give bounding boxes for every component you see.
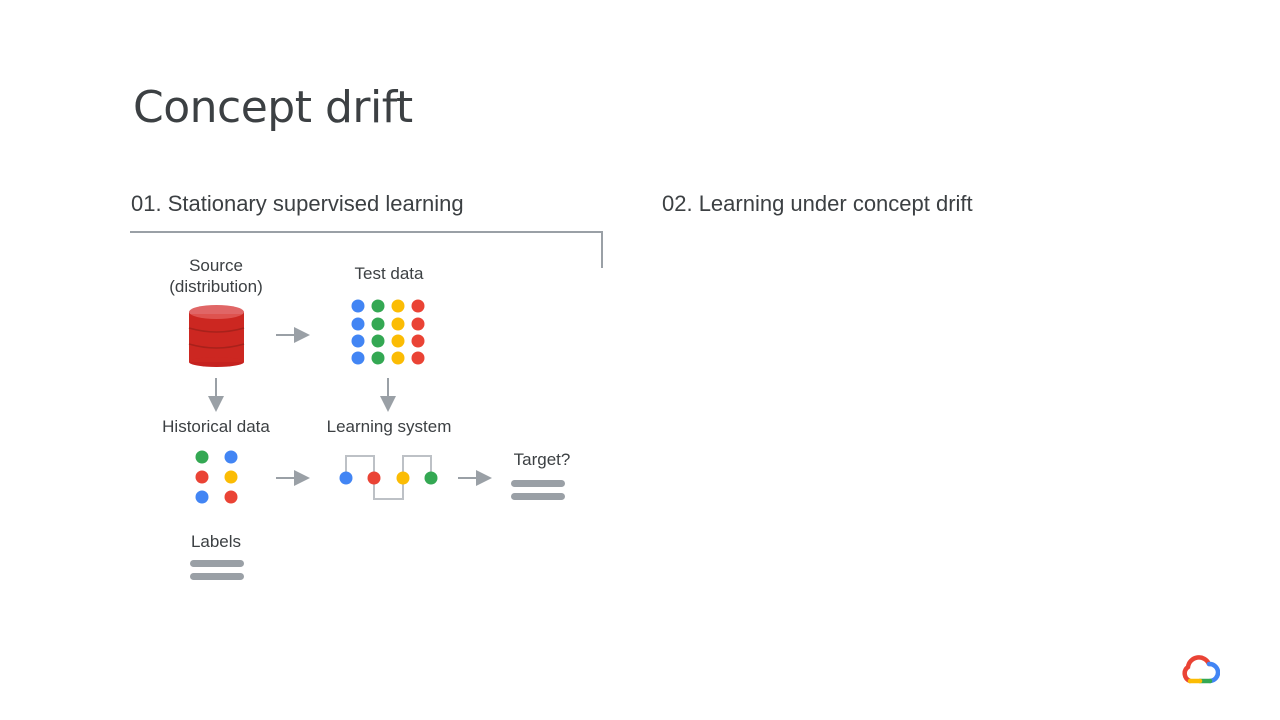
historical-data-label: Historical data bbox=[162, 417, 270, 436]
learning-system-label: Learning system bbox=[326, 417, 452, 436]
divider-vertical bbox=[601, 231, 603, 268]
slide-title: Concept drift bbox=[133, 82, 413, 133]
historical-data-dots bbox=[195, 450, 238, 504]
target-bars bbox=[511, 480, 565, 500]
target-label: Target? bbox=[513, 450, 571, 469]
test-data-dots bbox=[351, 299, 425, 365]
google-cloud-logo bbox=[1182, 655, 1220, 684]
labels-bars bbox=[190, 560, 244, 580]
test-data-label: Test data bbox=[354, 264, 424, 283]
learning-system-graphic bbox=[339, 455, 438, 500]
source-label-line2: (distribution) bbox=[169, 277, 263, 296]
database-icon bbox=[188, 305, 245, 367]
labels-label: Labels bbox=[190, 532, 242, 551]
source-label: Source (distribution) bbox=[156, 255, 276, 297]
divider-horizontal bbox=[130, 231, 603, 233]
section-heading-stationary: 01. Stationary supervised learning bbox=[131, 191, 464, 216]
section-heading-concept-drift: 02. Learning under concept drift bbox=[662, 191, 973, 216]
source-label-line1: Source bbox=[189, 256, 243, 275]
